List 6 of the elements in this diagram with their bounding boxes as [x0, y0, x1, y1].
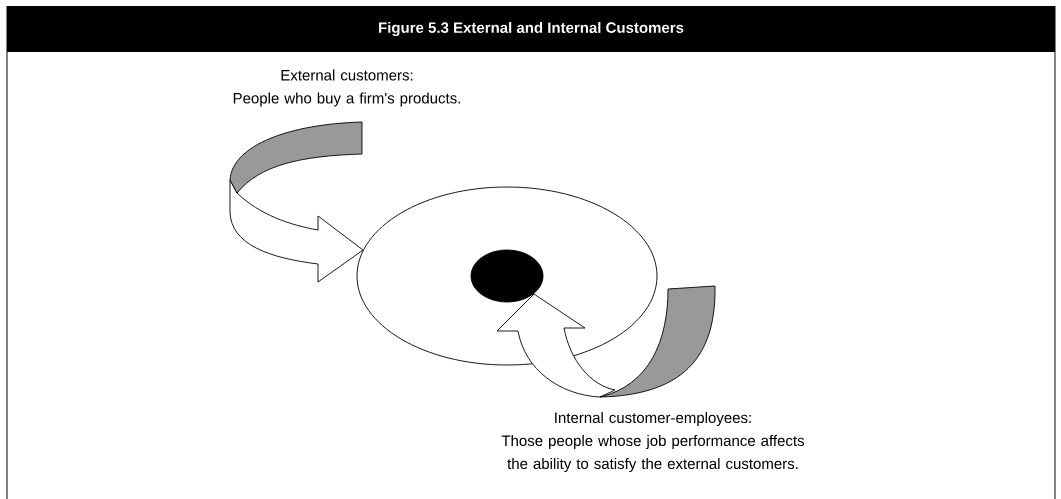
- ribbon-arrow: [496, 285, 716, 398]
- center-dot: [470, 249, 544, 303]
- text-label: Internal customer-employees: Those people whose job performance affects the ability to satisfy the external customers.: [501, 412, 805, 472]
- text-label: External customers: People who buy a firm's products.: [233, 69, 460, 107]
- ribbon-arrow: [229, 121, 364, 283]
- title-bar: Figure 5.3 External and Internal Customers: [6, 6, 1056, 52]
